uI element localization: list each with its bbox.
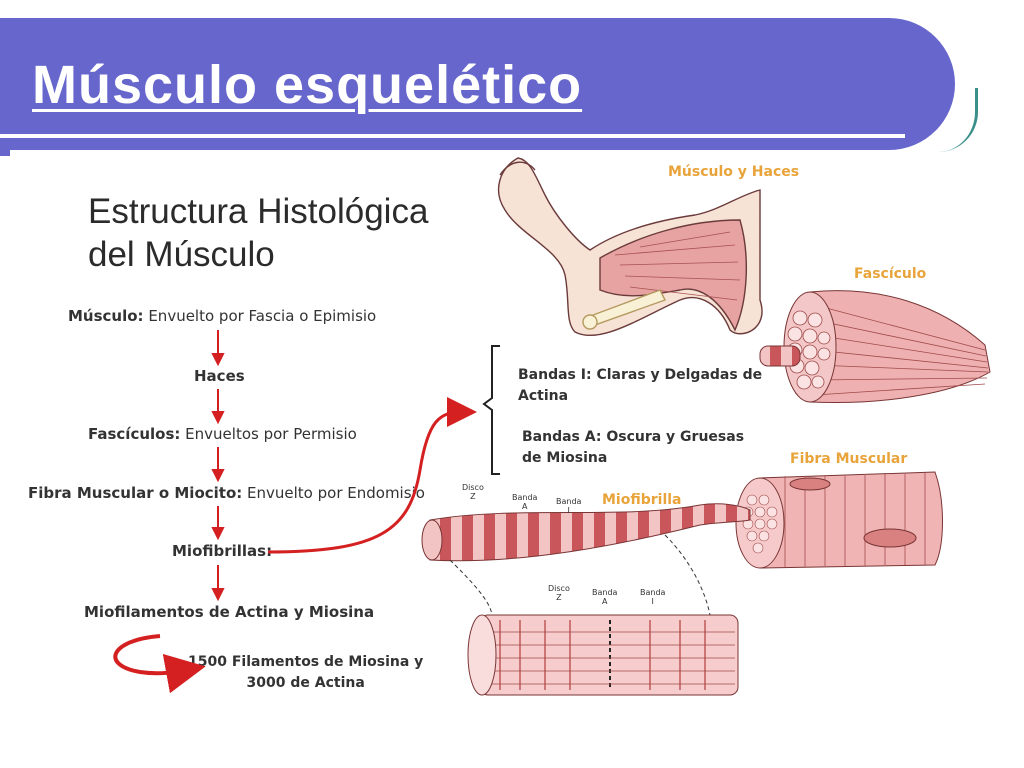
tiny-z-label: Z — [470, 492, 476, 501]
miofibrillas-pointer-arrow — [267, 397, 477, 554]
step-musculo: Músculo: Envuelto por Fascia o Epimisio — [68, 307, 377, 325]
tiny-banda-i-top: Banda I — [556, 497, 581, 515]
tiny-disco-label: Disco — [462, 483, 484, 492]
step-haces: Haces — [194, 367, 245, 385]
step-miofibrillas: Miofibrillas: — [172, 542, 273, 560]
tiny-disco-z-bottom: Disco Z — [548, 584, 570, 602]
tiny-banda-a-top: Banda A — [512, 493, 537, 511]
tiny-banda-label: Banda — [640, 588, 666, 597]
bandas-i-description: Bandas I: Claras y Delgadas de Actina — [518, 365, 762, 407]
filaments-line-2: 3000 de Actina — [246, 675, 365, 691]
tiny-banda-i-bottom: Banda I — [640, 588, 665, 606]
tiny-a-label: A — [601, 597, 608, 606]
step-fasciculos: Fascículos: Envueltos por Permisio — [88, 425, 357, 443]
label-miofibrilla: Miofibrilla — [602, 492, 682, 508]
label-fasciculo: Fascículo — [854, 266, 927, 282]
bandas-a-line-1: Bandas A: Oscura y Gruesas — [522, 429, 745, 445]
tiny-i-label: I — [651, 597, 654, 606]
myofilament-illustration — [467, 614, 739, 696]
tiny-disco-label: Disco — [548, 584, 570, 593]
tiny-banda-label: Banda — [556, 497, 582, 506]
figure-title-line-2: del Músculo — [88, 235, 275, 274]
step-fibra-muscular: Fibra Muscular o Miocito: Envuelto por E… — [28, 484, 425, 502]
fascicle-illustration — [759, 290, 991, 403]
filaments-pointer-arrow — [113, 634, 206, 694]
step-miofilamentos: Miofilamentos de Actina y Miosina — [84, 603, 375, 621]
title-underline-rule — [0, 134, 905, 138]
muscle-fiber-illustration — [735, 471, 943, 569]
tiny-a-label: A — [521, 502, 528, 511]
tiny-banda-label: Banda — [512, 493, 538, 502]
tiny-i-label: I — [567, 506, 570, 515]
tiny-banda-label: Banda — [592, 588, 618, 597]
arm-illustration — [497, 157, 763, 337]
slide-title: Músculo esquelético — [32, 55, 583, 115]
figure-title-line-1: Estructura Histológica — [88, 192, 429, 231]
tiny-banda-a-bottom: Banda A — [592, 588, 617, 606]
myofibril-illustration — [421, 503, 751, 562]
tiny-z-label: Z — [556, 593, 562, 602]
tiny-disco-z-top: Disco Z — [462, 483, 484, 501]
figure-title: Estructura Histológica del Músculo — [88, 190, 488, 276]
bandas-a-description: Bandas A: Oscura y Gruesas de Miosina — [522, 427, 744, 469]
banner-accent-curve — [905, 88, 978, 152]
bandas-i-line-2: Actina — [518, 388, 569, 404]
filaments-line-1: 1500 Filamentos de Miosina y — [188, 654, 424, 670]
zoom-guide-lines — [449, 534, 711, 616]
label-musculo-haces: Músculo y Haces — [668, 164, 800, 180]
filaments-note: 1500 Filamentos de Miosina y 3000 de Act… — [188, 652, 423, 694]
down-arrows — [211, 330, 225, 602]
bandas-i-line-1: Bandas I: Claras y Delgadas de — [518, 367, 763, 383]
title-banner — [0, 18, 955, 150]
bands-bracket — [482, 345, 500, 475]
label-fibra-muscular: Fibra Muscular — [790, 451, 908, 467]
bandas-a-line-2: de Miosina — [522, 450, 608, 466]
banner-dot — [0, 150, 10, 156]
